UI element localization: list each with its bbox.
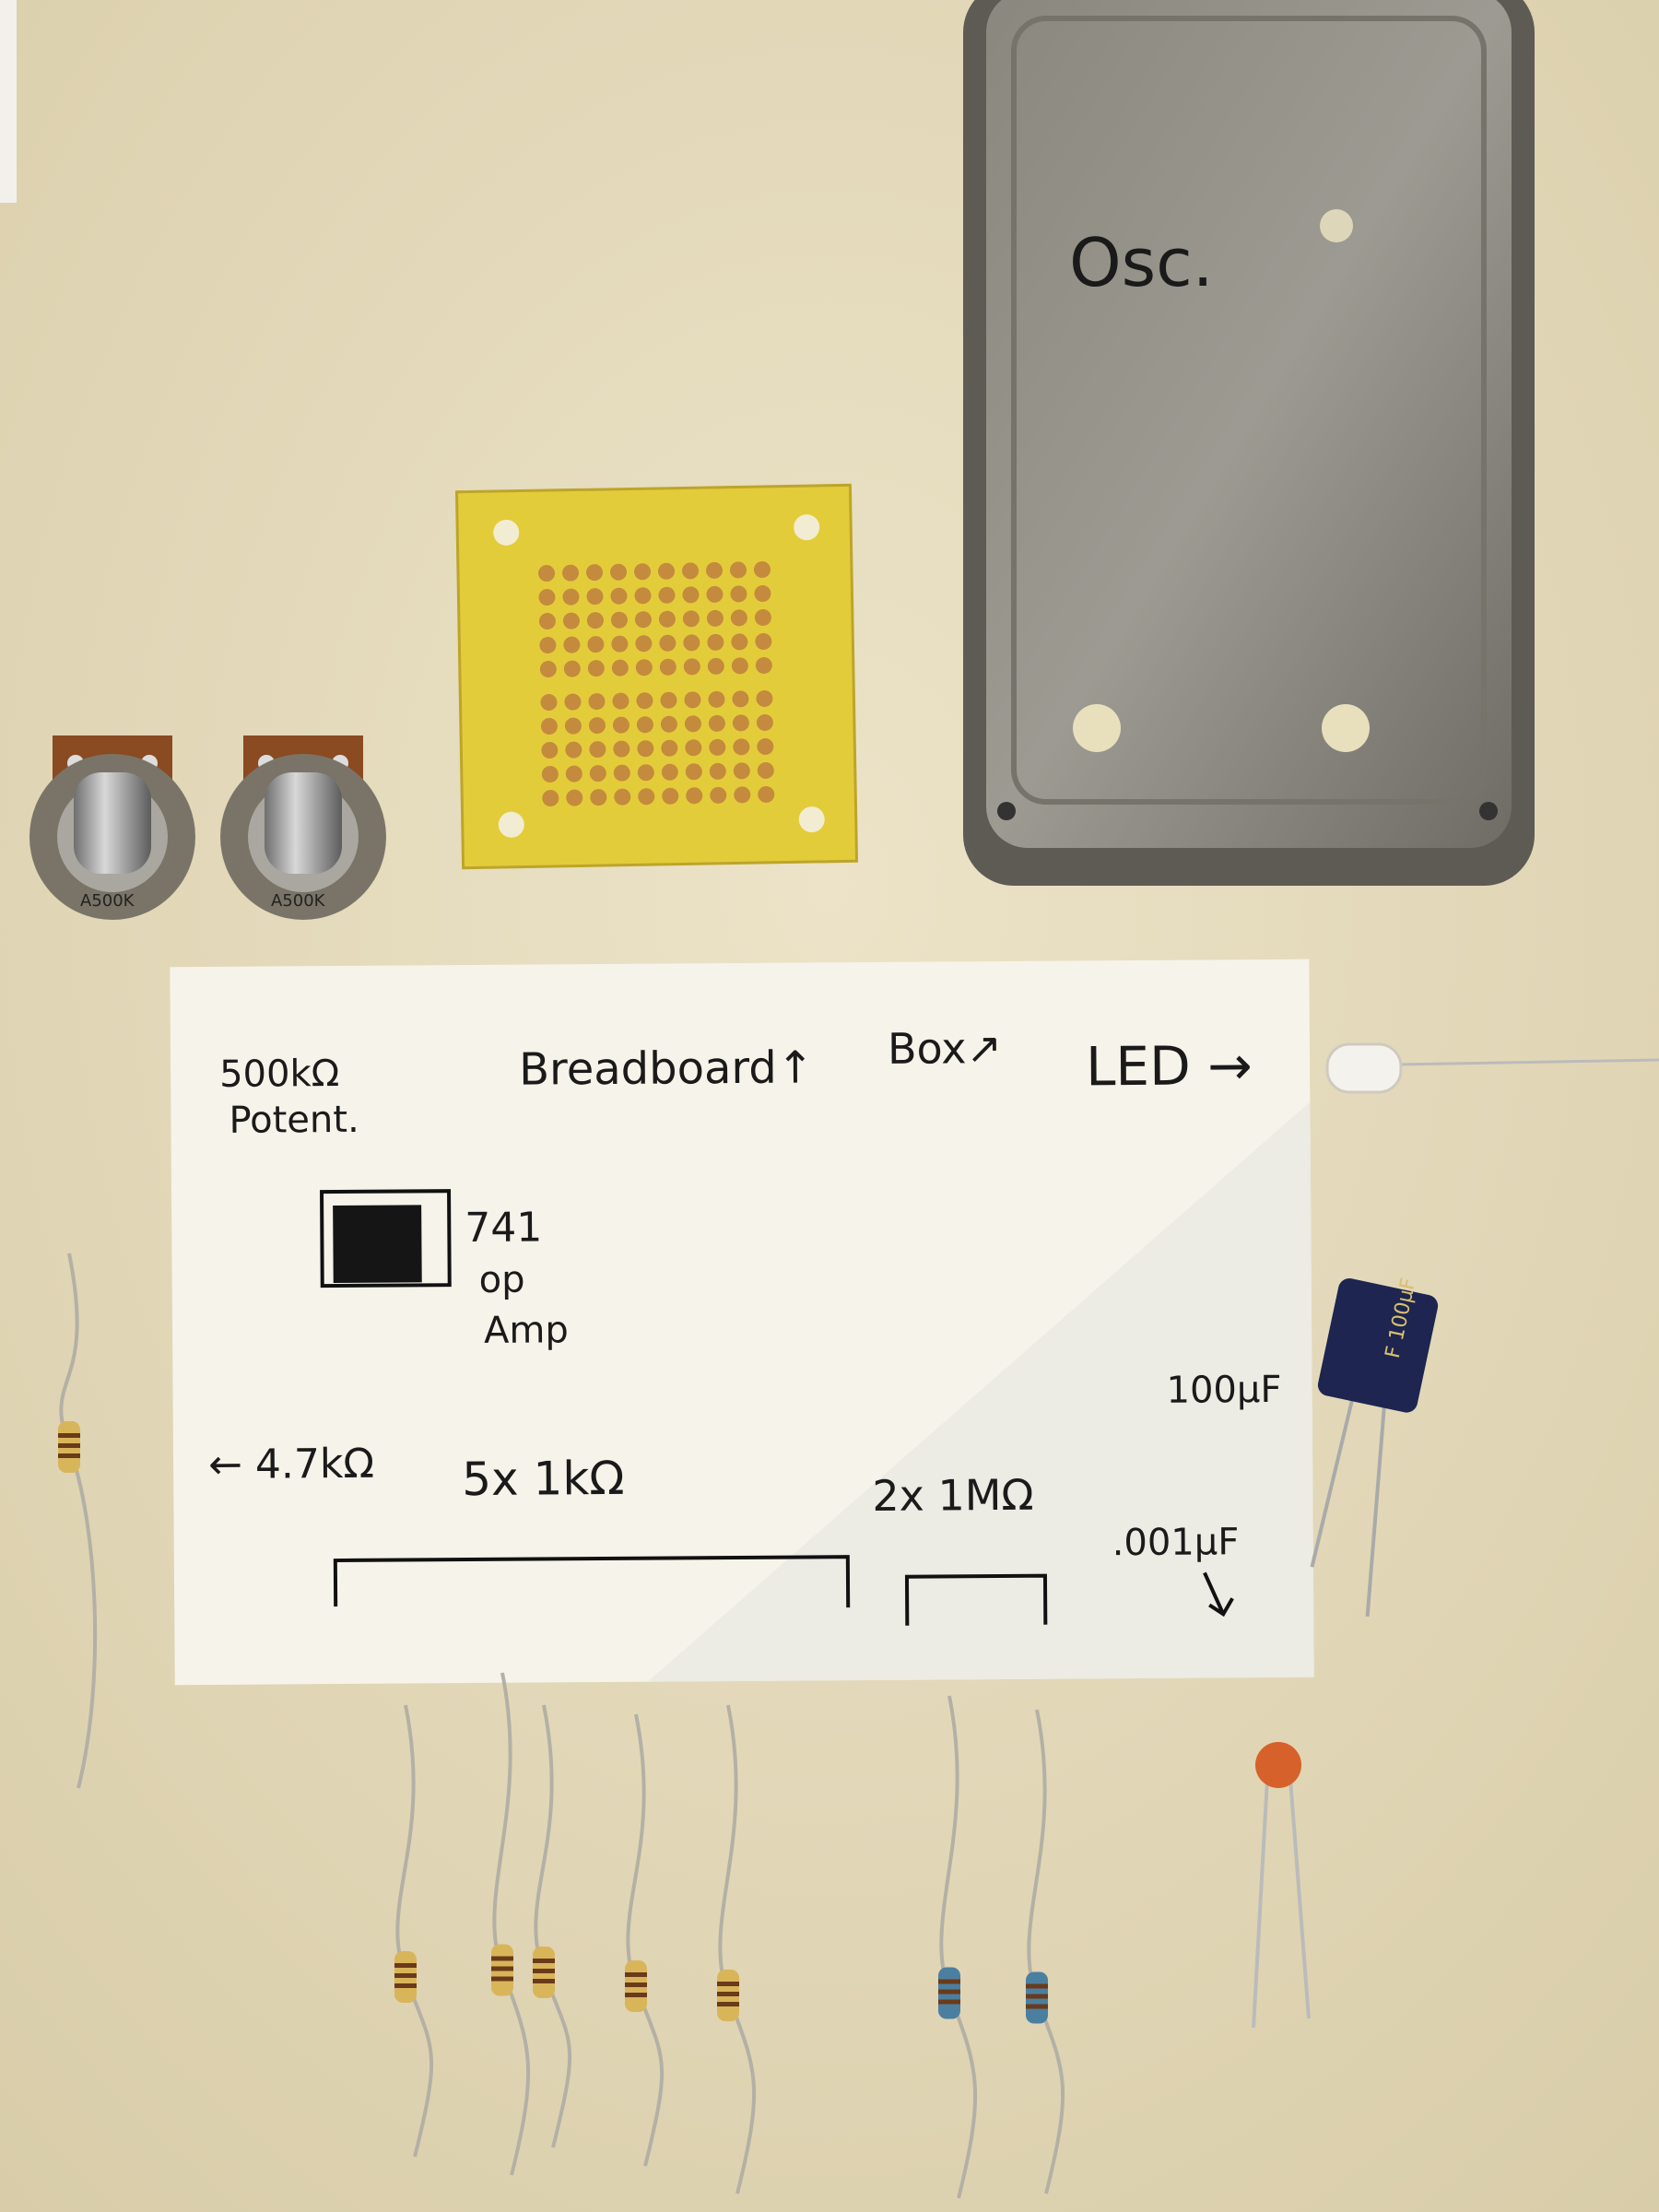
led: [1325, 1042, 1659, 1094]
resistor: [394, 1704, 434, 2158]
resistor-1m-label: 2x 1MΩ: [872, 1470, 1034, 1521]
paper-edge: [0, 0, 17, 203]
resistor: [533, 1704, 572, 2148]
potentiometer: A500K: [29, 735, 195, 920]
opamp-label-3: Amp: [484, 1309, 569, 1352]
mounting-hole: [1322, 704, 1370, 752]
led-label: LED →: [1086, 1034, 1253, 1098]
mounting-hole: [1073, 704, 1121, 752]
resistor: [58, 1253, 98, 1789]
resistor: [938, 1695, 978, 2199]
pot-label-2: Potent.: [229, 1099, 359, 1142]
cap-001uf-label: .001µF: [1112, 1521, 1240, 1564]
mounting-hole: [1320, 209, 1353, 242]
box-label: Osc.: [1069, 224, 1214, 301]
pot-marking: A500K: [80, 891, 135, 911]
box-label-card: Box↗: [888, 1023, 1002, 1074]
bracket-1m: [904, 1573, 1048, 1626]
cap-100uf-label: 100µF: [1166, 1369, 1281, 1412]
label-card: 500kΩ Potent. Breadboard↑ Box↗ LED → 741…: [170, 959, 1314, 1686]
aluminum-enclosure: Osc.: [963, 0, 1535, 886]
potentiometer: A500K: [220, 735, 386, 920]
pot-label: 500kΩ: [219, 1053, 339, 1096]
resistor-1k-label: 5x 1kΩ: [462, 1452, 625, 1506]
op-amp-chip: [333, 1205, 422, 1284]
bracket-1k: [333, 1555, 851, 1608]
resistor: [717, 1704, 757, 2194]
pcb-breadboard: [454, 483, 859, 870]
resistor-4k7-label: ← 4.7kΩ: [208, 1441, 374, 1488]
resistor: [491, 1672, 531, 2176]
opamp-label-2: op: [479, 1259, 525, 1301]
ceramic-capacitor: [1252, 1742, 1311, 2029]
resistor: [1026, 1709, 1065, 2194]
resistor: [625, 1713, 665, 2167]
electrolytic-capacitor: F 100µF: [1310, 1276, 1439, 1618]
opamp-label: 741: [465, 1204, 542, 1252]
breadboard-label: Breadboard↑: [519, 1041, 814, 1095]
pot-marking: A500K: [271, 891, 326, 911]
